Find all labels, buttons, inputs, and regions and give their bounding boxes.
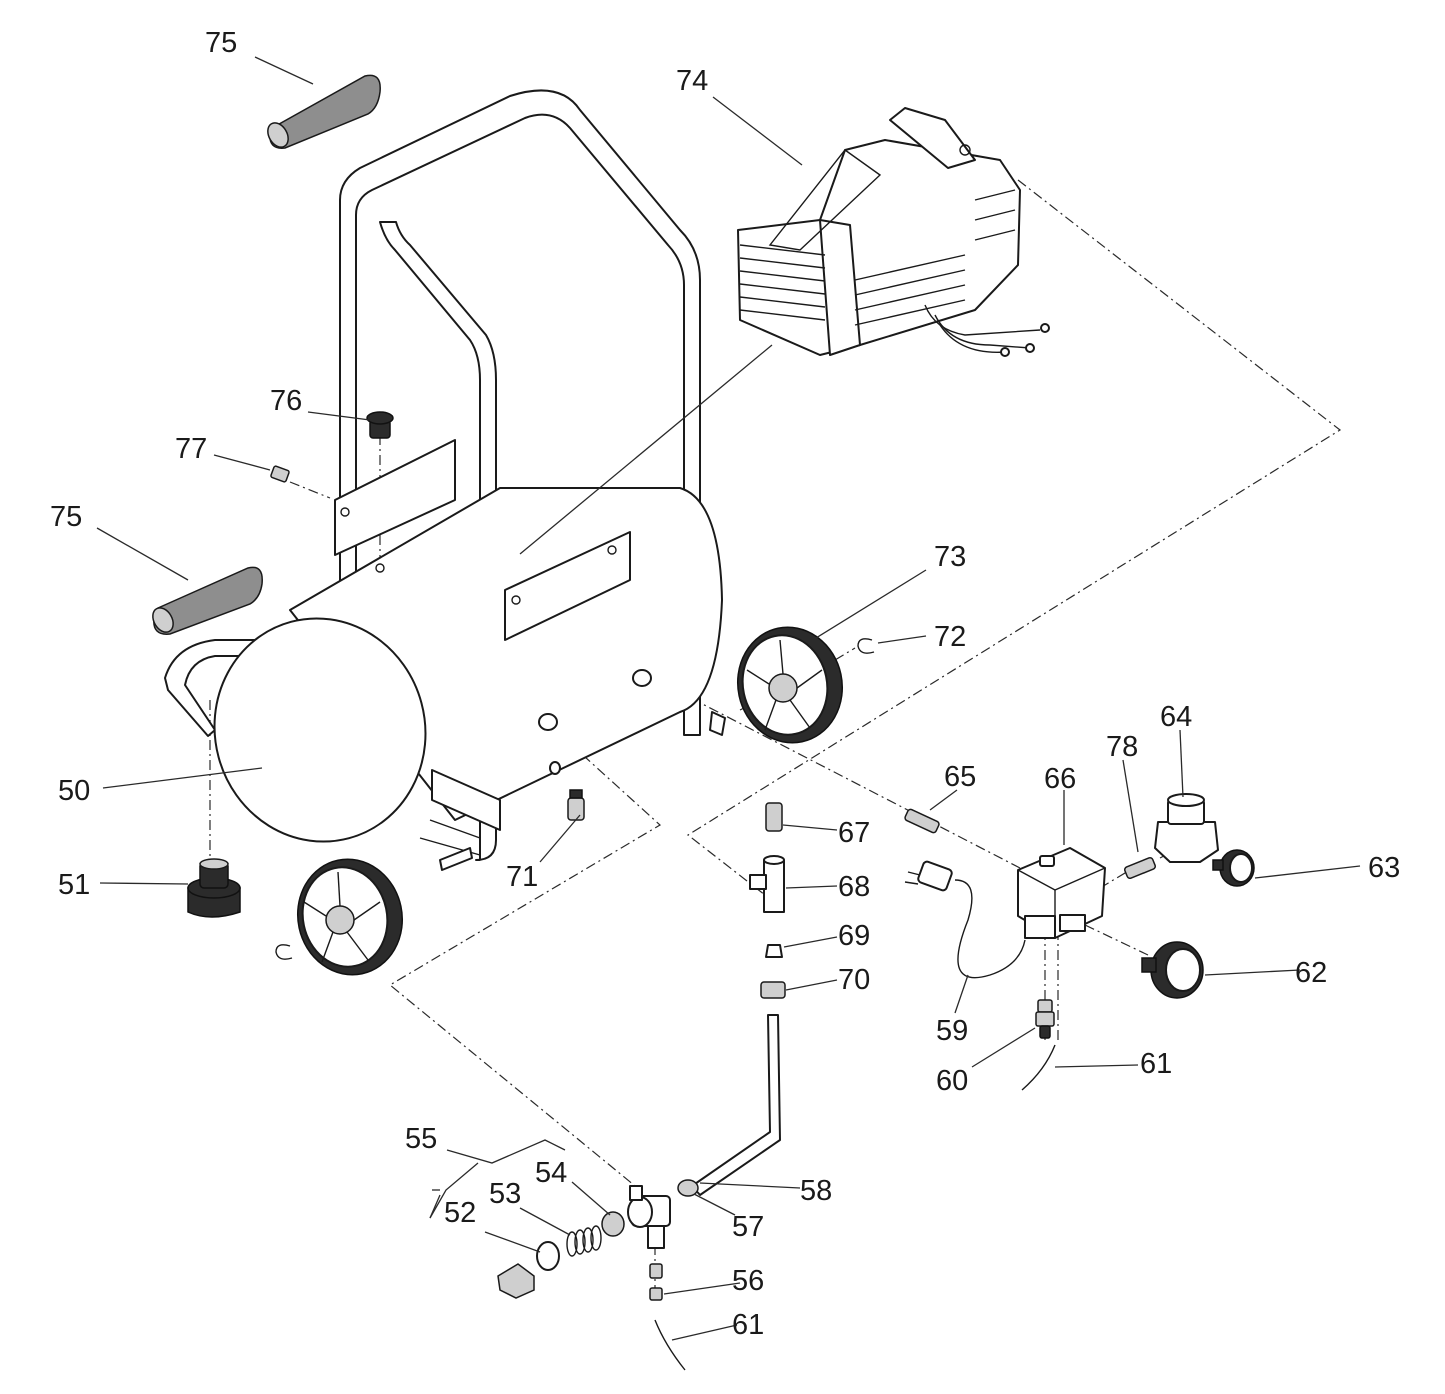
fitting-78: [1123, 856, 1157, 880]
callout-51: 51: [58, 869, 90, 901]
spring: [566, 1225, 602, 1257]
screw: [270, 465, 290, 483]
callout-61-lower: 61: [732, 1309, 764, 1341]
tube-61-lower: [654, 1319, 686, 1371]
callout-72: 72: [934, 621, 966, 653]
callout-66: 66: [1044, 763, 1076, 795]
o-ring: [536, 1241, 560, 1271]
unloader-valve: [1035, 999, 1055, 1039]
callout-77: 77: [175, 433, 207, 465]
rubber-cap: [366, 411, 394, 439]
callout-58: 58: [800, 1175, 832, 1207]
plug: [497, 1263, 535, 1299]
callout-54: 54: [535, 1157, 567, 1189]
callout-52: 52: [444, 1197, 476, 1229]
callout-57: 57: [732, 1211, 764, 1243]
callout-59: 59: [936, 1015, 968, 1047]
rubber-foot: [187, 858, 241, 918]
nut-57: [677, 1179, 699, 1197]
handle-grip-bottom: [152, 566, 263, 635]
air-tank: [213, 439, 726, 871]
callout-69: 69: [838, 920, 870, 952]
callout-60: 60: [936, 1065, 968, 1097]
wheel-right: [736, 626, 844, 744]
ferrule-69: [765, 944, 783, 958]
tube-61-upper: [1021, 1044, 1056, 1091]
retaining-clip-left: [275, 944, 293, 960]
callout-71: 71: [506, 861, 538, 893]
wheel-left: [296, 858, 404, 976]
pressure-switch: [1017, 847, 1106, 939]
tube-58: [691, 1014, 781, 1196]
callout-50: 50: [58, 775, 90, 807]
nut-70: [760, 981, 786, 999]
fitting-65: [904, 808, 940, 834]
callout-74: 74: [676, 65, 708, 97]
regulator: [1154, 793, 1219, 863]
callout-62: 62: [1295, 957, 1327, 989]
callout-63: 63: [1368, 852, 1400, 884]
drain-valve: [567, 789, 585, 821]
leader-lines: [96, 56, 1361, 1341]
callout-67: 67: [838, 817, 870, 849]
callout-labels: 75 74 76 77 75 73 72 64 78 65 66 50 67 6…: [50, 27, 1400, 1341]
check-valve-body: [627, 1185, 671, 1249]
callout-73: 73: [934, 541, 966, 573]
power-cord: [904, 860, 1026, 979]
motor-pump-assembly: [737, 107, 1050, 357]
callout-65: 65: [944, 761, 976, 793]
tee-fitting-68: [749, 855, 785, 913]
retaining-clip-right: [857, 638, 875, 654]
gauge-large: [1141, 941, 1204, 999]
callout-56: 56: [732, 1265, 764, 1297]
check-valve-disc: [601, 1211, 625, 1237]
callout-64: 64: [1160, 701, 1192, 733]
callout-61-upper: 61: [1140, 1048, 1172, 1080]
callout-75-bottom: 75: [50, 501, 82, 533]
gauge-small: [1212, 849, 1255, 887]
callout-76: 76: [270, 385, 302, 417]
fitting-56: [649, 1263, 663, 1301]
callout-53: 53: [489, 1178, 521, 1210]
callout-55: 55: [405, 1123, 437, 1155]
callout-78: 78: [1106, 731, 1138, 763]
callout-68: 68: [838, 871, 870, 903]
callout-75-top: 75: [205, 27, 237, 59]
handle-grip-top: [267, 74, 381, 149]
fitting-67: [765, 802, 783, 832]
callout-70: 70: [838, 964, 870, 996]
